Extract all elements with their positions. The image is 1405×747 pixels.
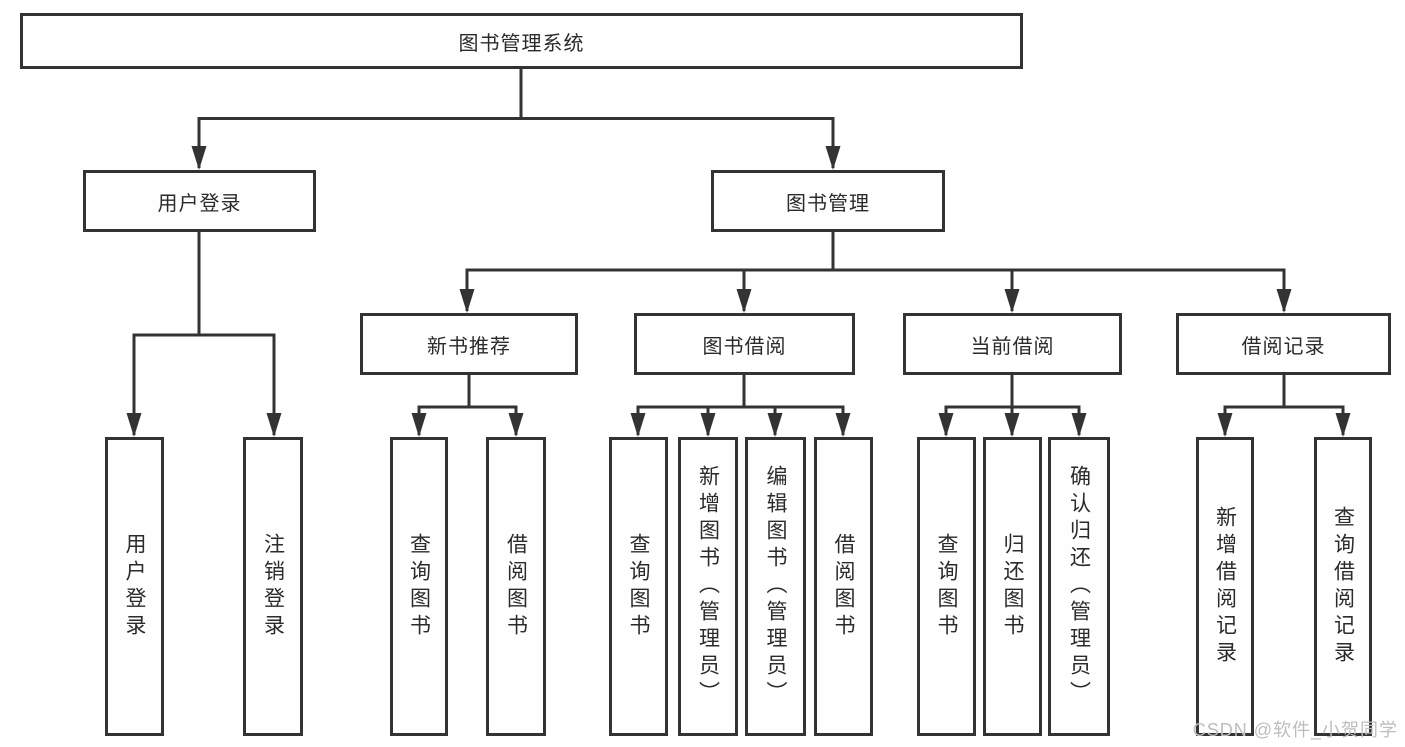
connector-arrowhead bbox=[411, 413, 427, 437]
node-label: 新增借阅记录 bbox=[1213, 505, 1237, 668]
node-current-borrow: 当前借阅 bbox=[903, 313, 1122, 375]
connector-arrowhead bbox=[736, 289, 752, 313]
node-label: 图书管理系统 bbox=[458, 32, 585, 55]
leaf-confirm-return-admin: 确认归还（管理员） bbox=[1048, 437, 1110, 736]
leaf-add-borrow-record: 新增借阅记录 bbox=[1196, 437, 1254, 736]
leaf-query-books-recommend: 查询图书 bbox=[390, 437, 448, 736]
node-label: 查询图书 bbox=[935, 532, 958, 641]
connector-arrowhead bbox=[459, 289, 475, 313]
leaf-borrow-books: 借阅图书 bbox=[814, 437, 873, 736]
leaf-borrow-books-recommend: 借阅图书 bbox=[486, 437, 546, 736]
node-label: 编辑图书（管理员） bbox=[764, 465, 787, 708]
node-label: 确认归还（管理员） bbox=[1067, 465, 1091, 708]
node-label: 查询图书 bbox=[407, 532, 431, 641]
node-book-borrow: 图书借阅 bbox=[634, 313, 855, 375]
connector-arrowhead bbox=[191, 146, 207, 170]
leaf-edit-books-admin: 编辑图书（管理员） bbox=[745, 437, 806, 736]
node-label: 图书管理 bbox=[786, 192, 870, 215]
node-new-book-recommend: 新书推荐 bbox=[360, 313, 578, 375]
node-label: 注销登录 bbox=[261, 532, 285, 641]
node-label: 归还图书 bbox=[1001, 532, 1024, 641]
connector-arrowhead bbox=[938, 413, 954, 437]
leaf-query-books-current: 查询图书 bbox=[917, 437, 976, 736]
connector-arrowhead bbox=[508, 413, 524, 437]
node-book-management: 图书管理 bbox=[711, 170, 945, 232]
leaf-logout: 注销登录 bbox=[243, 437, 303, 736]
connector-arrowhead bbox=[126, 413, 142, 437]
connector-arrowhead bbox=[700, 413, 716, 437]
node-library-management-system: 图书管理系统 bbox=[20, 13, 1023, 69]
node-label: 查询图书 bbox=[627, 532, 650, 641]
node-label: 借阅记录 bbox=[1241, 335, 1326, 358]
connector-arrowhead bbox=[767, 413, 783, 437]
connector-arrowhead bbox=[1004, 413, 1020, 437]
connector-arrowhead bbox=[630, 413, 646, 437]
node-label: 新书推荐 bbox=[427, 335, 511, 358]
node-label: 借阅图书 bbox=[504, 532, 528, 641]
node-label: 新增图书（管理员） bbox=[696, 465, 720, 708]
node-user-login: 用户登录 bbox=[83, 170, 316, 232]
leaf-return-books: 归还图书 bbox=[983, 437, 1042, 736]
node-label: 查询借阅记录 bbox=[1331, 505, 1355, 668]
leaf-add-books-admin: 新增图书（管理员） bbox=[678, 437, 738, 736]
leaf-user-login: 用户登录 bbox=[105, 437, 164, 736]
connector-arrowhead bbox=[1071, 413, 1087, 437]
connector-arrowhead bbox=[1276, 289, 1292, 313]
node-borrow-records: 借阅记录 bbox=[1176, 313, 1391, 375]
node-label: 图书借阅 bbox=[702, 335, 787, 358]
connector-arrowhead bbox=[1335, 413, 1351, 437]
node-label: 用户登录 bbox=[157, 192, 242, 215]
connector-arrowhead bbox=[1217, 413, 1233, 437]
leaf-query-books-borrow: 查询图书 bbox=[609, 437, 668, 736]
connector-arrowhead bbox=[266, 413, 282, 437]
node-label: 用户登录 bbox=[123, 532, 146, 641]
connector-arrowhead bbox=[835, 413, 851, 437]
watermark: CSDN @软件_小贺同学 bbox=[1192, 720, 1398, 740]
leaf-query-borrow-record: 查询借阅记录 bbox=[1314, 437, 1372, 736]
connector-arrowhead bbox=[825, 146, 841, 170]
node-label: 当前借阅 bbox=[970, 335, 1055, 358]
node-label: 借阅图书 bbox=[832, 532, 855, 641]
connector-arrowhead bbox=[1004, 289, 1020, 313]
